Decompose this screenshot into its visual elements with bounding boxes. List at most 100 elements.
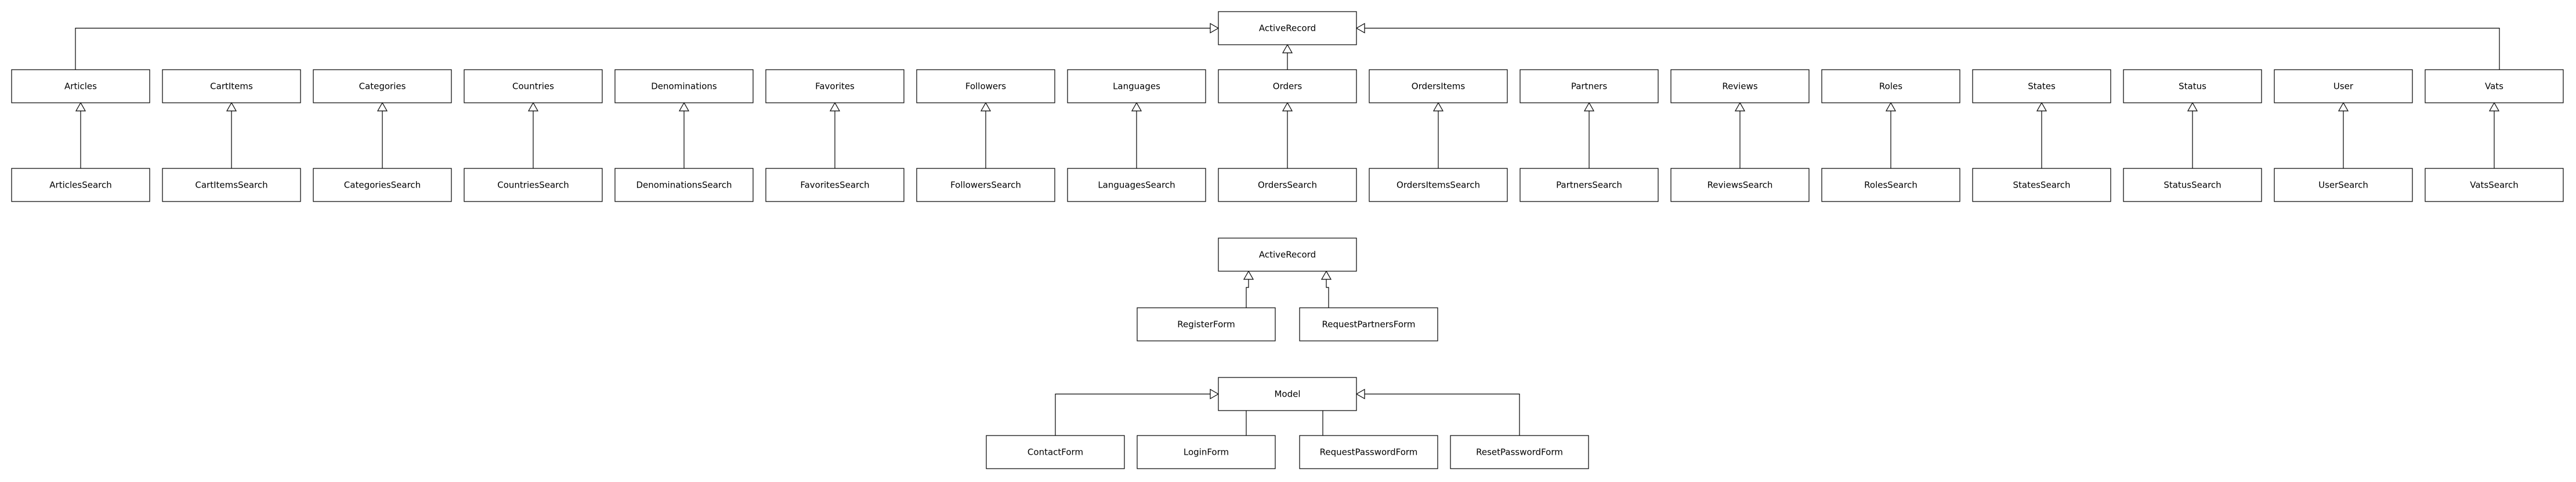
class-box-frame xyxy=(2274,69,2413,103)
class-box-frame xyxy=(2274,168,2413,202)
arrowhead-roles xyxy=(1885,102,1897,111)
class-box-articles-search: ArticlesSearch xyxy=(11,168,150,202)
class-name-label: Articles xyxy=(64,81,97,92)
class-name-label: Reviews xyxy=(1722,81,1758,92)
class-name-label: User xyxy=(2333,81,2354,92)
class-name-label: CartItemsSearch xyxy=(195,180,267,190)
class-box-frame xyxy=(614,69,754,103)
arrowhead-states xyxy=(2036,102,2047,111)
class-box-frame xyxy=(162,69,301,103)
class-box-states: States xyxy=(1972,69,2111,103)
class-box-favorites-search: FavoritesSearch xyxy=(765,168,905,202)
class-box-countries-search: CountriesSearch xyxy=(464,168,603,202)
arrowhead-orders-items xyxy=(1432,102,1444,111)
class-boxes: ActiveRecordArticlesArticlesSearchCartIt… xyxy=(11,11,2564,469)
class-name-label: LanguagesSearch xyxy=(1098,180,1175,190)
class-name-label: DenominationsSearch xyxy=(636,180,732,190)
class-box-frame xyxy=(1218,168,1357,202)
class-box-frame xyxy=(1369,168,1508,202)
class-box-frame xyxy=(1519,69,1659,103)
class-box-followers: Followers xyxy=(916,69,1055,103)
class-box-categories: Categories xyxy=(313,69,452,103)
inheritance-edges xyxy=(75,23,2500,436)
class-box-frame xyxy=(1218,238,1357,272)
class-name-label: ArticlesSearch xyxy=(49,180,111,190)
class-box-status: Status xyxy=(2123,69,2262,103)
class-name-label: ReviewsSearch xyxy=(1707,180,1773,190)
class-name-label: Vats xyxy=(2485,81,2503,92)
class-name-label: Followers xyxy=(965,81,1006,92)
class-box-model: Model xyxy=(1218,377,1357,411)
edge-request-partners-form xyxy=(1326,279,1329,308)
class-box-partners: Partners xyxy=(1519,69,1659,103)
class-name-label: States xyxy=(2028,81,2056,92)
class-box-orders-search: OrdersSearch xyxy=(1218,168,1357,202)
class-box-frame xyxy=(1218,377,1357,411)
class-box-frame xyxy=(313,168,452,202)
edge-register-form xyxy=(1246,279,1249,308)
class-box-favorites: Favorites xyxy=(765,69,905,103)
arrowhead-activerecord-right xyxy=(1355,23,1365,34)
arrowhead-followers xyxy=(980,102,992,111)
class-box-followers-search: FollowersSearch xyxy=(916,168,1055,202)
class-box-frame xyxy=(1519,168,1659,202)
class-name-label: Denominations xyxy=(651,81,717,92)
class-box-cart-items: CartItems xyxy=(162,69,301,103)
class-name-label: OrdersSearch xyxy=(1258,180,1317,190)
class-box-frame xyxy=(1067,168,1206,202)
class-box-frame xyxy=(614,168,754,202)
arrowhead-status xyxy=(2187,102,2198,111)
class-name-label: Roles xyxy=(1879,81,1902,92)
class-box-frame xyxy=(464,168,603,202)
arrowhead-countries xyxy=(527,102,539,111)
edge-reset-password-form xyxy=(1365,393,1520,436)
class-box-roles-search: RolesSearch xyxy=(1821,168,1960,202)
class-box-categories-search: CategoriesSearch xyxy=(313,168,452,202)
class-box-active-record: ActiveRecord xyxy=(1218,11,1357,45)
class-name-label: RolesSearch xyxy=(1864,180,1917,190)
class-box-frame xyxy=(1670,168,1810,202)
class-box-frame xyxy=(765,69,905,103)
class-box-orders-items: OrdersItems xyxy=(1369,69,1508,103)
class-box-user-search: UserSearch xyxy=(2274,168,2413,202)
class-box-frame xyxy=(2425,168,2564,202)
class-name-label: StatesSearch xyxy=(2013,180,2070,190)
class-name-label: StatusSearch xyxy=(2163,180,2221,190)
arrowhead-contact-form xyxy=(1210,389,1220,400)
class-box-frame xyxy=(2123,168,2262,202)
class-box-frame xyxy=(1821,69,1960,103)
class-box-frame xyxy=(1450,435,1589,469)
arrowhead-register-form xyxy=(1243,270,1254,280)
class-name-label: Partners xyxy=(1571,81,1608,92)
class-box-frame xyxy=(1299,307,1438,341)
class-box-frame xyxy=(1299,435,1438,469)
class-box-denominations: Denominations xyxy=(614,69,754,103)
class-box-partners-search: PartnersSearch xyxy=(1519,168,1659,202)
class-box-frame xyxy=(1821,168,1960,202)
class-box-frame xyxy=(1369,69,1508,103)
class-box-languages-search: LanguagesSearch xyxy=(1067,168,1206,202)
class-box-denominations-search: DenominationsSearch xyxy=(614,168,754,202)
class-box-status-search: StatusSearch xyxy=(2123,168,2262,202)
arrowhead-languages xyxy=(1131,102,1142,111)
arrowhead-denominations xyxy=(678,102,690,111)
class-name-label: LoginForm xyxy=(1184,447,1229,458)
class-box-frame xyxy=(1137,307,1276,341)
class-box-frame xyxy=(464,69,603,103)
class-box-request-partners-form: RequestPartnersForm xyxy=(1299,307,1438,341)
class-box-states-search: StatesSearch xyxy=(1972,168,2111,202)
arrowhead-user xyxy=(2338,102,2349,111)
class-box-frame xyxy=(986,435,1125,469)
class-name-label: Status xyxy=(2179,81,2206,92)
class-box-active-record: ActiveRecord xyxy=(1218,238,1357,272)
class-name-label: RequestPasswordForm xyxy=(1320,447,1418,458)
class-box-frame xyxy=(2123,69,2262,103)
class-name-label: ContactForm xyxy=(1027,447,1083,458)
edge-contact-form xyxy=(1055,393,1210,436)
class-box-frame xyxy=(313,69,452,103)
class-name-label: VatsSearch xyxy=(2470,180,2519,190)
class-name-label: ActiveRecord xyxy=(1259,23,1316,34)
arrowhead-articles xyxy=(75,102,86,111)
class-name-label: UserSearch xyxy=(2318,180,2368,190)
